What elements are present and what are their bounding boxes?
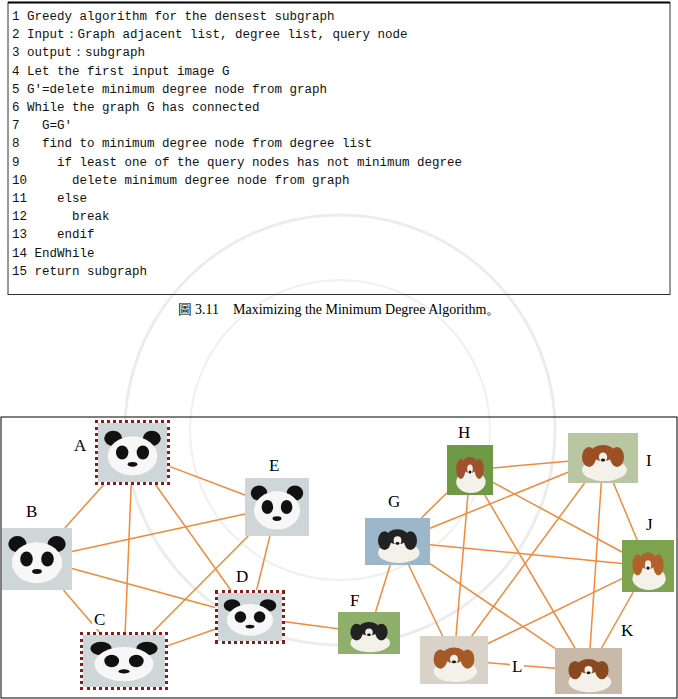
code-line: 8 find to minimum degree node from degre…: [12, 135, 670, 153]
graph-edge: [72, 569, 215, 608]
panda-photo: [83, 635, 165, 687]
graph-edge: [590, 483, 601, 648]
graph-edge: [170, 467, 245, 495]
graph-edge: [65, 485, 104, 528]
code-line: 15 return subgraph: [12, 263, 670, 281]
code-line: 11 else: [12, 190, 670, 208]
node-letter: K: [619, 622, 635, 640]
image-node: G: [365, 518, 430, 565]
graph-edge: [168, 629, 215, 645]
graph-edge: [485, 495, 575, 648]
graph-edge: [376, 565, 391, 612]
dog-photo: [555, 648, 622, 694]
panda-photo: [245, 478, 309, 536]
graph-edge: [430, 564, 555, 649]
image-node: D: [215, 590, 285, 644]
code-line: 12 break: [12, 208, 670, 226]
panda-photo: [218, 593, 282, 641]
dog-photo: [622, 540, 674, 592]
dog-photo: [568, 433, 638, 483]
code-line: 5 G'=delete minimum degree node from gra…: [12, 81, 670, 99]
code-line: 7 G=G': [12, 117, 670, 135]
graph-edge: [125, 485, 131, 632]
image-node: H: [447, 445, 493, 495]
code-line: 4 Let the first input image G: [12, 63, 670, 81]
graph-edge: [613, 483, 637, 540]
graph-edge: [72, 514, 245, 551]
node-letter: B: [24, 503, 39, 521]
code-line: 6 While the graph G has connected: [12, 99, 670, 117]
image-node: I: [568, 433, 638, 483]
node-letter: A: [72, 437, 88, 455]
node-letter: C: [92, 611, 107, 629]
image-node: J: [622, 540, 674, 592]
image-node: E: [245, 478, 309, 536]
graph-edge: [472, 483, 585, 636]
graph-edge: [285, 622, 338, 629]
panda-photo: [2, 528, 72, 590]
dog-photo: [338, 612, 400, 654]
code-line: 14 EndWhile: [12, 245, 670, 263]
image-node: A: [95, 420, 170, 485]
code-line: 2 Input：Graph adjacent list, degree list…: [12, 26, 670, 44]
node-letter: I: [644, 452, 654, 470]
graph-edge: [421, 493, 447, 518]
image-node: L: [420, 636, 488, 684]
image-node: K: [555, 648, 622, 694]
code-line: 13 endif: [12, 226, 670, 244]
code-listing-box: 1 Greedy algorithm for the densest subgr…: [8, 3, 670, 294]
figure-caption: 圖 3.11 Maximizing the Minimum Degree Alg…: [0, 301, 678, 319]
graph-edge: [156, 485, 231, 590]
panda-photo: [98, 423, 167, 482]
code-line: 3 output：subgraph: [12, 44, 670, 62]
graph-edge: [488, 579, 622, 644]
graph-edge: [493, 461, 568, 468]
image-node: F: [338, 612, 400, 654]
node-letter: F: [348, 592, 361, 610]
dog-photo: [420, 636, 488, 684]
node-letter: H: [456, 424, 472, 442]
node-letter: G: [386, 493, 402, 511]
node-letter: E: [267, 457, 281, 475]
dog-photo: [447, 445, 493, 495]
image-node: C: [80, 632, 168, 690]
graph-edge: [456, 495, 468, 636]
graph-edge: [430, 545, 622, 564]
code-line: 1 Greedy algorithm for the densest subgr…: [12, 8, 670, 26]
node-letter: D: [234, 568, 250, 586]
code-line: 9 if least one of the query nodes has no…: [12, 154, 670, 172]
code-line: 10 delete minimum degree node from graph: [12, 172, 670, 190]
node-letter: J: [644, 516, 655, 534]
image-node: B: [2, 528, 72, 590]
dog-photo: [365, 518, 430, 565]
graph-edge: [409, 565, 443, 636]
node-letter: L: [510, 658, 524, 676]
graph-edge: [257, 536, 270, 590]
